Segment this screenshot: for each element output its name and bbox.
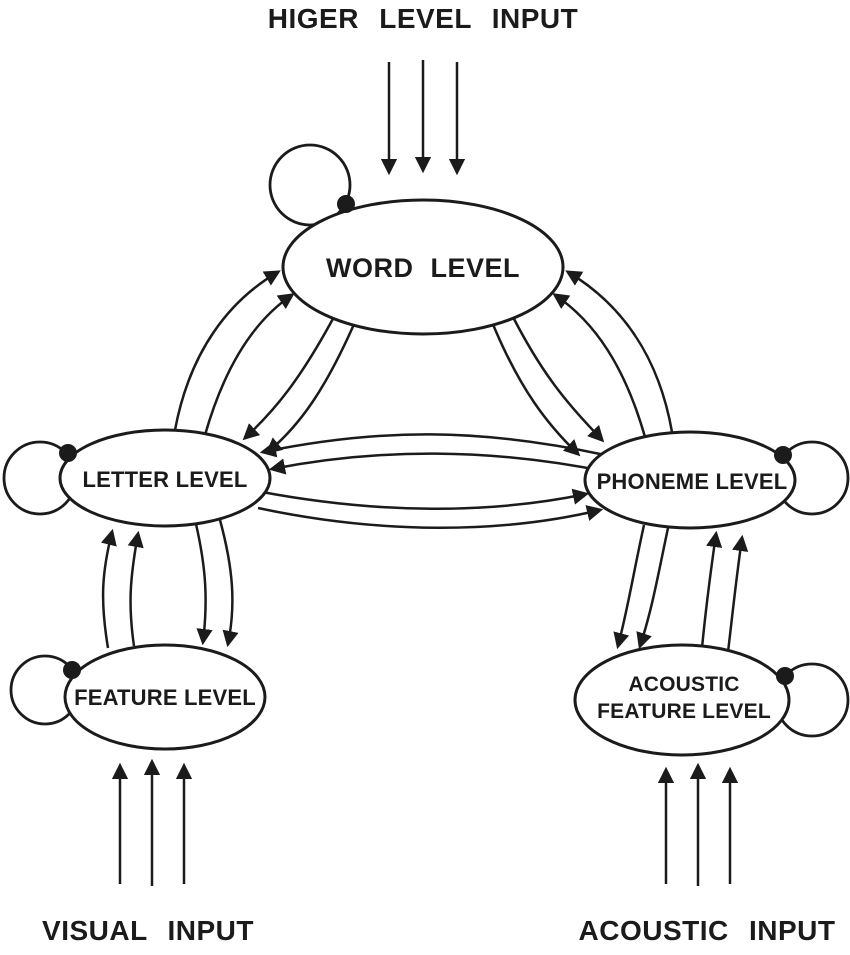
- word-self-loop: [268, 143, 352, 227]
- acoustic-feature-level-label-line2: FEATURE LEVEL: [597, 700, 771, 723]
- arrow: [265, 321, 357, 455]
- arrow: [218, 519, 239, 648]
- arrow: [100, 528, 117, 649]
- feature-loop-dot: [63, 661, 81, 679]
- phoneme-level-label: PHONEME LEVEL: [597, 469, 788, 494]
- arrow: [510, 314, 605, 443]
- phoneme-level-node: [583, 430, 797, 530]
- letter-phoneme-connections: [257, 433, 609, 529]
- top-input-arrows: [380, 60, 466, 176]
- arrow: [490, 321, 581, 457]
- arrow: [257, 505, 604, 529]
- arrow: [259, 433, 606, 458]
- arrow: [203, 293, 295, 436]
- feature-level-node: [63, 643, 267, 751]
- arrow: [700, 530, 723, 649]
- word-loop-dot: [337, 195, 355, 213]
- phoneme-acoustic-connections: [613, 524, 749, 653]
- acoustic-loop-dot: [776, 667, 794, 685]
- acoustic-feature-level-node: [573, 643, 791, 757]
- word-letter-connections: [173, 270, 357, 455]
- phoneme-loop-dot: [774, 446, 792, 464]
- letter-level-node: [58, 428, 272, 528]
- acoustic-feature-level-label-line1: ACOUSTIC: [628, 673, 739, 696]
- feature-level-label: FEATURE LEVEL: [74, 685, 256, 710]
- letter-feature-connections: [100, 519, 239, 649]
- arrow: [242, 314, 337, 441]
- acoustic-input-arrows: [657, 762, 739, 886]
- acoustic-input-label: ACOUSTIC INPUT: [579, 915, 836, 946]
- arrow: [552, 293, 647, 438]
- word-phoneme-connections: [490, 270, 674, 457]
- letter-loop-dot: [59, 444, 77, 462]
- arrow: [127, 530, 144, 647]
- arrow: [636, 527, 670, 650]
- visual-input-arrows: [111, 758, 193, 886]
- word-level-node: [281, 198, 565, 336]
- arrow: [194, 523, 213, 646]
- letter-level-label: LETTER LEVEL: [83, 467, 248, 492]
- word-level-label: WORD LEVEL: [326, 253, 520, 283]
- arrow: [268, 452, 609, 475]
- visual-input-label: VISUAL INPUT: [42, 915, 254, 946]
- arrow: [261, 488, 590, 510]
- arrow: [726, 534, 749, 653]
- arrow: [565, 270, 674, 433]
- arrow: [613, 524, 646, 650]
- higher-level-input-label: HIGER LEVEL INPUT: [268, 3, 578, 34]
- arrow: [173, 270, 281, 431]
